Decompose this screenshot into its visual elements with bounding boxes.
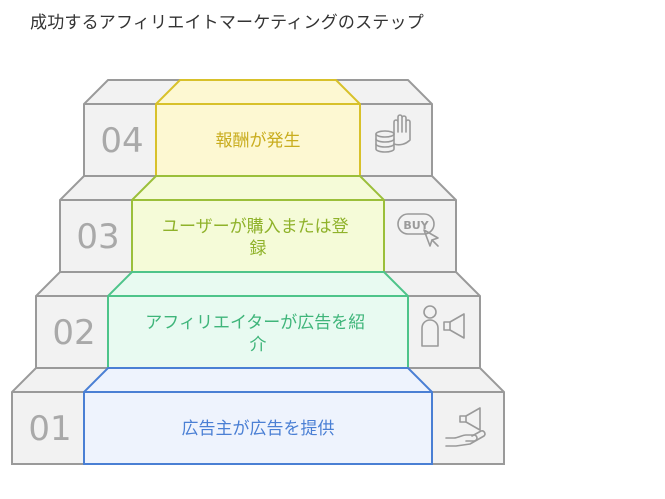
buy-cursor-icon: BUY: [397, 213, 439, 247]
step-04-number: 04: [100, 121, 143, 161]
person-megaphone-icon: [421, 305, 465, 347]
step-01-number: 01: [28, 409, 71, 449]
step-04-label: 報酬が発生: [216, 131, 301, 151]
page-title: 成功するアフィリエイトマーケティングのステップ: [30, 13, 424, 33]
step-03-label-line-1: ユーザーが購入または登: [162, 217, 349, 237]
step-01-panel: [83, 367, 433, 465]
step-03-label: ユーザーが購入または登 録: [162, 217, 354, 259]
step-02-label-line-2: 介: [250, 335, 267, 355]
step-02: 02 アフィリエイターが広告を紹 介: [35, 271, 481, 369]
svg-text:BUY: BUY: [403, 219, 429, 232]
step-01-label: 広告主が広告を提供: [182, 419, 335, 439]
hand-coins-icon: [375, 114, 411, 153]
step-01: 01 広告主が広告を提供: [11, 367, 505, 465]
step-03: 03 ユーザーが購入または登 録 BUY: [59, 175, 457, 273]
step-01-label-line-1: 広告主が広告を提供: [182, 419, 335, 439]
hand-megaphone-icon: [445, 407, 486, 447]
step-03-label-line-2: 録: [250, 239, 267, 259]
step-02-label-line-1: アフィリエイターが広告を紹: [145, 313, 365, 333]
step-04-label-line-1: 報酬が発生: [216, 131, 301, 151]
step-04-panel: [155, 79, 361, 177]
step-04: 04 報酬が発生: [83, 79, 433, 177]
step-02-number: 02: [52, 313, 95, 353]
step-03-number: 03: [76, 217, 119, 257]
step-02-label: アフィリエイターが広告を紹 介: [145, 313, 370, 355]
